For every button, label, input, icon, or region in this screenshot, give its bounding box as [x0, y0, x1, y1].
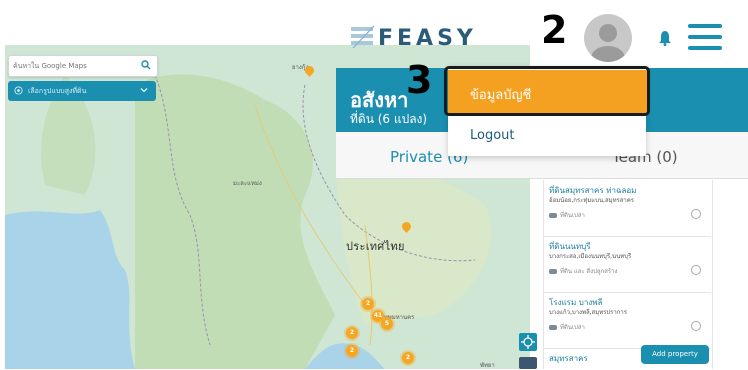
step-marker-3: 3	[406, 58, 433, 102]
more-options-icon[interactable]	[691, 321, 701, 331]
bell-icon[interactable]	[658, 30, 672, 46]
map-filter-label: เลือกรูปแบบสูงที่ดิน	[28, 87, 87, 95]
map-filter-dropdown[interactable]: เลือกรูปแบบสูงที่ดิน	[8, 81, 156, 101]
map-layer-button[interactable]	[519, 357, 537, 369]
property-type: ที่ดิน และ สิ่งปลูกสร้าง	[549, 266, 617, 276]
account-subtitle: ที่ดิน (6 แปลง)	[350, 112, 428, 126]
map-cluster[interactable]: 2	[362, 298, 374, 310]
map-label-city: กรุงเทพมหานคร	[372, 314, 415, 321]
menu-item-account-info[interactable]: ข้อมูลบัญชี	[448, 70, 648, 114]
user-icon	[591, 24, 625, 62]
my-location-button[interactable]	[519, 333, 537, 351]
map-label-city: มะละแหม่ง	[233, 180, 262, 187]
user-avatar-button[interactable]	[584, 14, 632, 62]
step-marker-2: 2	[541, 8, 568, 52]
property-list	[543, 180, 713, 369]
map-label-city: ยางกุ้ง	[292, 64, 309, 71]
property-title: สมุทรสาคร	[549, 354, 588, 363]
building-icon	[549, 269, 557, 274]
property-type: ที่ดินเปล่า	[549, 210, 585, 220]
account-title: อสังหา	[350, 88, 409, 112]
property-card[interactable]: ที่ดินนนทบุรี บางกระสอ,เมืองนนทบุรี,นนทบ…	[543, 236, 711, 293]
property-title: ที่ดินสมุทรสาคร ท่าฉลอม	[549, 186, 637, 195]
property-location: บางแก้ว,บางพลี,สมุทรปราการ	[549, 309, 627, 316]
property-type: ที่ดินเปล่า	[549, 322, 585, 332]
map-search-input[interactable]	[13, 60, 133, 71]
menu-item-account-info-label: ข้อมูลบัญชี	[470, 88, 532, 103]
feasy-logo-icon	[351, 25, 375, 49]
menu-icon-bar	[688, 46, 722, 50]
feasy-logo-text: FEASY	[378, 26, 477, 51]
layers-icon	[14, 86, 23, 95]
more-options-icon[interactable]	[691, 209, 701, 219]
property-card[interactable]: ที่ดินสมุทรสาคร ท่าฉลอม อ้อมน้อย,กระทุ่ม…	[543, 180, 711, 237]
map-search-box[interactable]	[8, 55, 158, 77]
more-options-icon[interactable]	[691, 265, 701, 275]
land-icon	[549, 325, 557, 330]
property-location: บางกระสอ,เมืองนนทบุรี,นนทบุรี	[549, 253, 632, 260]
map-cluster[interactable]: 5	[381, 318, 393, 330]
chevron-down-icon	[140, 88, 148, 93]
property-location: อ้อมน้อย,กระทุ่มแบน,สมุทรสาคร	[549, 197, 635, 204]
map-cluster[interactable]: 2	[402, 352, 414, 364]
property-title: ที่ดินนนทบุรี	[549, 242, 591, 251]
property-card[interactable]: โรงแรม บางพลี บางแก้ว,บางพลี,สมุทรปราการ…	[543, 292, 711, 349]
crosshair-icon	[521, 335, 535, 349]
add-property-button[interactable]: Add property	[641, 345, 709, 364]
menu-item-logout[interactable]: Logout	[470, 128, 515, 143]
property-card[interactable]: สมุทรสาคร	[543, 348, 711, 369]
map-country-label: ประเทศไทย	[346, 240, 405, 253]
map-label-city: พัทยา	[480, 362, 495, 369]
hamburger-menu-button[interactable]	[688, 24, 722, 50]
map-cluster[interactable]: 2	[346, 345, 358, 357]
highlight-outline	[444, 66, 650, 116]
map-cluster[interactable]: 2	[346, 327, 358, 339]
search-icon[interactable]	[141, 60, 151, 70]
menu-icon-bar	[688, 35, 722, 39]
map-cluster[interactable]: 41	[372, 310, 384, 322]
land-icon	[549, 213, 557, 218]
property-title: โรงแรม บางพลี	[549, 298, 603, 307]
menu-icon-bar	[688, 24, 722, 28]
